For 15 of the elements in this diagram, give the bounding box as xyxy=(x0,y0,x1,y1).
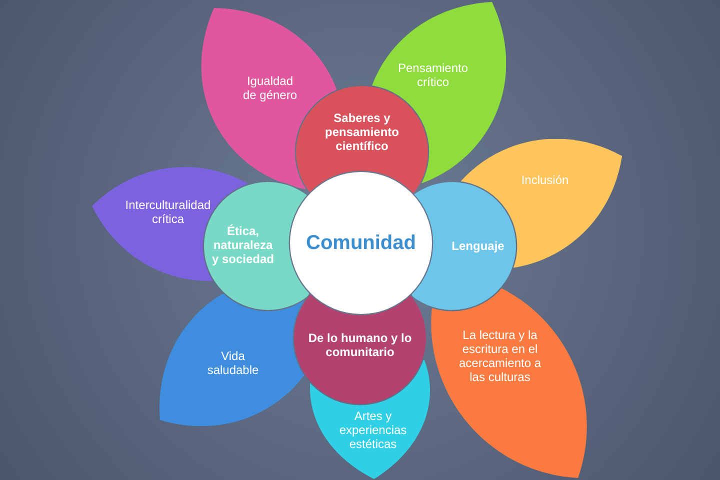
topic-label: Vida saludable xyxy=(206,349,260,377)
topic-label: Interculturalidad crítica xyxy=(124,198,212,226)
topic-label: Pensamiento crítico xyxy=(396,61,470,89)
area-label: Ética, naturaleza y sociedad xyxy=(211,224,275,266)
petal xyxy=(431,288,587,478)
center-circle xyxy=(290,172,432,314)
topic-label: Artes y experiencias estéticas xyxy=(338,409,408,451)
topic-label: Igualdad de género xyxy=(242,74,298,102)
area-label: De lo humano y lo comunitario xyxy=(307,331,413,359)
area-label: Saberes y pensamiento científico xyxy=(324,111,400,153)
topic-label: Inclusión xyxy=(520,173,570,187)
area-label: Lenguaje xyxy=(450,239,506,253)
topic-label: La lectura y la escritura en el acercamiento a las culturas xyxy=(458,328,542,384)
hub-label: Comunidad xyxy=(305,231,417,255)
petal xyxy=(159,294,304,426)
